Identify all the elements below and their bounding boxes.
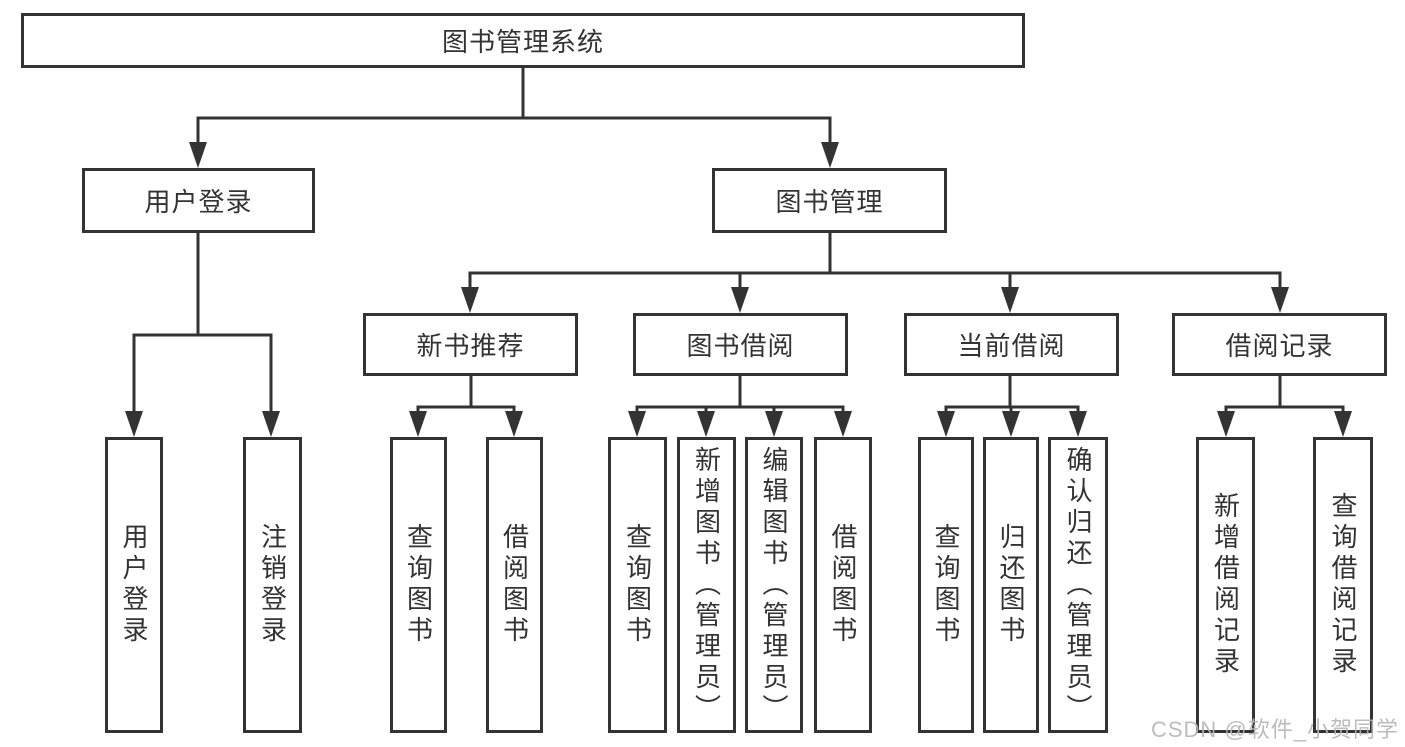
edge-records-to-leaves <box>1224 375 1345 413</box>
node-label: 图书管理系统 <box>441 27 604 57</box>
node-library-management-system: 图书管理系统 <box>21 13 1025 68</box>
leaf-add-book-admin: 新增图书（管理员） <box>677 437 736 733</box>
node-label: 图书借阅 <box>686 331 795 361</box>
leaf-label: 编辑图书（管理员） <box>759 445 789 725</box>
leaf-label: 用户登录 <box>119 523 149 647</box>
edge-root-to-level2 <box>196 67 832 145</box>
leaf-label: 归还图书 <box>996 523 1026 647</box>
leaf-label: 查询图书 <box>622 523 653 647</box>
node-book-management: 图书管理 <box>712 168 947 233</box>
leaf-borrow-books-newbook: 借阅图书 <box>486 437 543 733</box>
leaf-user-login: 用户登录 <box>105 437 163 733</box>
leaf-return-book: 归还图书 <box>983 437 1039 733</box>
node-borrow-records: 借阅记录 <box>1172 313 1387 376</box>
leaf-label: 查询借阅记录 <box>1328 492 1358 678</box>
edge-current-to-leaves <box>944 375 1080 413</box>
node-current-borrow: 当前借阅 <box>904 313 1119 376</box>
node-label: 用户登录 <box>144 187 253 217</box>
arrowheads <box>125 142 1352 437</box>
leaf-label: 注销登录 <box>257 523 288 647</box>
leaf-label: 新增借阅记录 <box>1210 492 1241 678</box>
leaf-edit-book-admin: 编辑图书（管理员） <box>745 437 803 733</box>
leaf-query-books-newbook: 查询图书 <box>390 437 447 733</box>
edge-borrow-to-leaves <box>635 375 845 413</box>
leaf-logout: 注销登录 <box>243 437 302 733</box>
leaf-add-borrow-record: 新增借阅记录 <box>1196 437 1255 733</box>
node-label: 图书管理 <box>775 187 884 217</box>
leaf-label: 查询图书 <box>931 523 961 647</box>
node-book-borrow: 图书借阅 <box>633 313 848 376</box>
leaf-label: 借阅图书 <box>828 523 858 647</box>
edge-login-to-leaves <box>132 233 273 413</box>
leaf-borrow-books-borrow: 借阅图书 <box>814 437 872 733</box>
leaf-query-books-borrow: 查询图书 <box>608 437 667 733</box>
node-new-book-recommend: 新书推荐 <box>363 313 578 376</box>
leaf-label: 新增图书（管理员） <box>691 445 722 725</box>
node-label: 新书推荐 <box>416 331 525 361</box>
leaf-label: 确认归还（管理员） <box>1063 445 1093 725</box>
node-user-login: 用户登录 <box>82 168 315 233</box>
node-label: 借阅记录 <box>1225 331 1334 361</box>
node-label: 当前借阅 <box>957 331 1066 361</box>
leaf-query-books-current: 查询图书 <box>918 437 974 733</box>
leaf-confirm-return-admin: 确认归还（管理员） <box>1048 437 1108 733</box>
leaf-query-borrow-record: 查询借阅记录 <box>1313 437 1373 733</box>
edge-mgmt-to-level3 <box>468 233 1282 290</box>
leaf-label: 查询图书 <box>403 523 434 647</box>
leaf-label: 借阅图书 <box>499 523 530 647</box>
edge-newbook-to-leaves <box>416 375 516 413</box>
